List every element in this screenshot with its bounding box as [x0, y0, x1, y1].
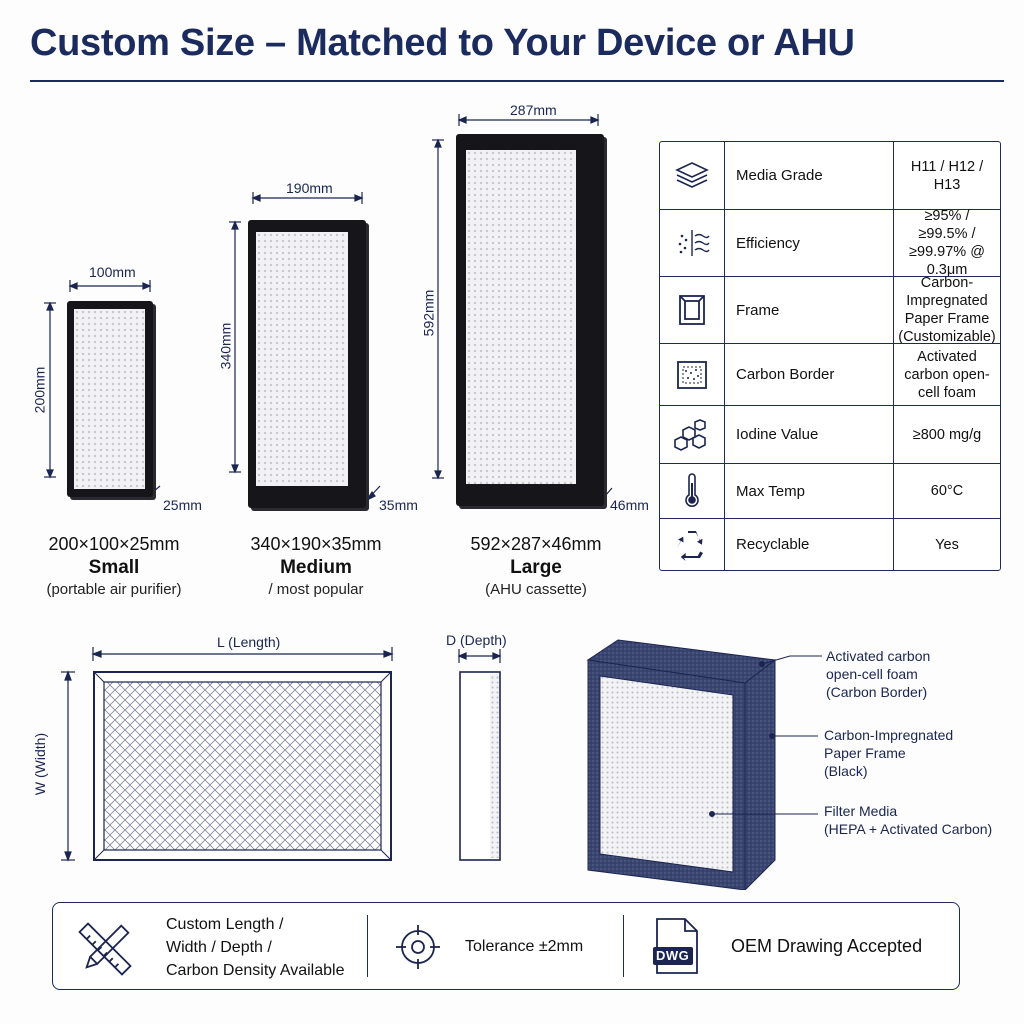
paper-frame-callout: Carbon-Impregnated Paper Frame (Black) — [824, 727, 954, 779]
medium-depth-label: 35mm — [379, 497, 418, 513]
filter-media-callout: Filter Media (HEPA + Activated Carbon) — [824, 803, 993, 837]
small-filter-media — [74, 309, 145, 489]
medium-size-caption: 340×190×35mm Medium / most popular — [226, 534, 406, 598]
feature-divider — [367, 915, 368, 977]
dimension-lines — [44, 114, 613, 506]
spec-value: 60°C — [930, 483, 964, 499]
medium-size-code: 340×190×35mm — [250, 534, 382, 554]
spec-label: Recyclable — [724, 519, 894, 570]
spec-value: Activated carbon open-cell foam — [904, 348, 990, 401]
medium-filter-media — [256, 232, 348, 486]
layers-icon — [660, 142, 725, 209]
feature-bar: Custom Length / Width / Depth / Carbon D… — [52, 902, 960, 990]
spec-label: Media Grade — [724, 142, 894, 209]
spec-value: Yes — [935, 536, 959, 553]
large-depth-label: 46mm — [610, 497, 649, 513]
ruler-pencil-icon — [75, 921, 135, 982]
medium-size-name: Medium — [280, 557, 352, 578]
spec-row: Recyclable Yes — [660, 518, 1000, 570]
medium-size-note: / most popular — [268, 581, 364, 598]
medium-width-label: 190mm — [286, 180, 333, 196]
spec-row: Carbon Border Activated carbon open-cell… — [660, 343, 1000, 405]
medium-filter — [248, 220, 366, 508]
spec-table: Media Grade H11 / H12 / H13 Efficiency ≥… — [659, 141, 1001, 571]
small-size-caption: 200×100×25mm Small (portable air purifie… — [24, 534, 204, 598]
tolerance-text: Tolerance ±2mm — [465, 938, 584, 955]
carbon-border-callout: Activated carbon open-cell foam (Carbon … — [826, 648, 931, 700]
small-size-note: (portable air purifier) — [46, 581, 182, 598]
large-height-label: 592mm — [420, 289, 437, 337]
spec-label: Iodine Value — [724, 406, 894, 463]
large-filter — [456, 134, 604, 506]
large-width-label: 287mm — [510, 102, 557, 118]
dwg-badge: DWG — [656, 948, 690, 963]
spec-row: Frame Carbon-Impregnated Paper Frame (Cu… — [660, 275, 1000, 345]
small-height-label: 200mm — [31, 366, 48, 414]
custom-dimensions-text: Custom Length / Width / Depth / Carbon D… — [166, 916, 345, 979]
length-label: L (Length) — [217, 634, 281, 650]
frame-icon — [660, 277, 725, 343]
foam-texture-icon — [660, 344, 725, 405]
small-size-name: Small — [88, 557, 140, 578]
spec-label: Max Temp — [724, 464, 894, 518]
large-size-name: Large — [510, 557, 562, 578]
spec-row: Efficiency ≥95% / ≥99.5% / ≥99.97% @ 0.3… — [660, 208, 1000, 278]
thermometer-icon — [660, 464, 725, 518]
airflow-particles-icon — [660, 210, 725, 276]
width-label: W (Width) — [32, 732, 49, 796]
spec-row: Max Temp 60°C — [660, 463, 1000, 518]
page-title: Custom Size – Matched to Your Device or … — [30, 22, 855, 64]
spec-label: Frame — [724, 277, 894, 343]
large-size-caption: 592×287×46mm Large (AHU cassette) — [446, 534, 626, 598]
spec-label: Efficiency — [724, 210, 894, 276]
recycle-icon — [660, 519, 725, 570]
spec-value: Carbon-Impregnated Paper Frame (Customiz… — [898, 275, 996, 345]
small-filter — [67, 301, 153, 497]
medium-height-label: 340mm — [217, 322, 234, 370]
large-size-note: (AHU cassette) — [485, 581, 587, 598]
spec-value: ≥800 mg/g — [912, 426, 982, 443]
molecule-icon — [660, 406, 725, 463]
large-size-code: 592×287×46mm — [470, 534, 602, 554]
crosshair-icon — [393, 923, 443, 976]
title-divider — [30, 80, 1004, 82]
depth-label: D (Depth) — [446, 632, 507, 648]
dwg-file-icon: DWG — [653, 917, 701, 975]
feature-divider — [623, 915, 624, 977]
spec-row: Iodine Value ≥800 mg/g — [660, 405, 1000, 463]
dimension-diagram — [61, 639, 822, 890]
large-filter-media — [466, 150, 576, 484]
spec-value: ≥95% / ≥99.5% / ≥99.97% @ 0.3μm — [909, 208, 985, 278]
small-depth-label: 25mm — [163, 497, 202, 513]
oem-drawing-text: OEM Drawing Accepted — [731, 936, 923, 956]
spec-value: H11 / H12 / H13 — [910, 158, 984, 193]
small-size-code: 200×100×25mm — [48, 534, 180, 554]
spec-label: Carbon Border — [724, 344, 894, 405]
spec-row: Media Grade H11 / H12 / H13 — [660, 142, 1000, 209]
small-width-label: 100mm — [89, 264, 136, 280]
